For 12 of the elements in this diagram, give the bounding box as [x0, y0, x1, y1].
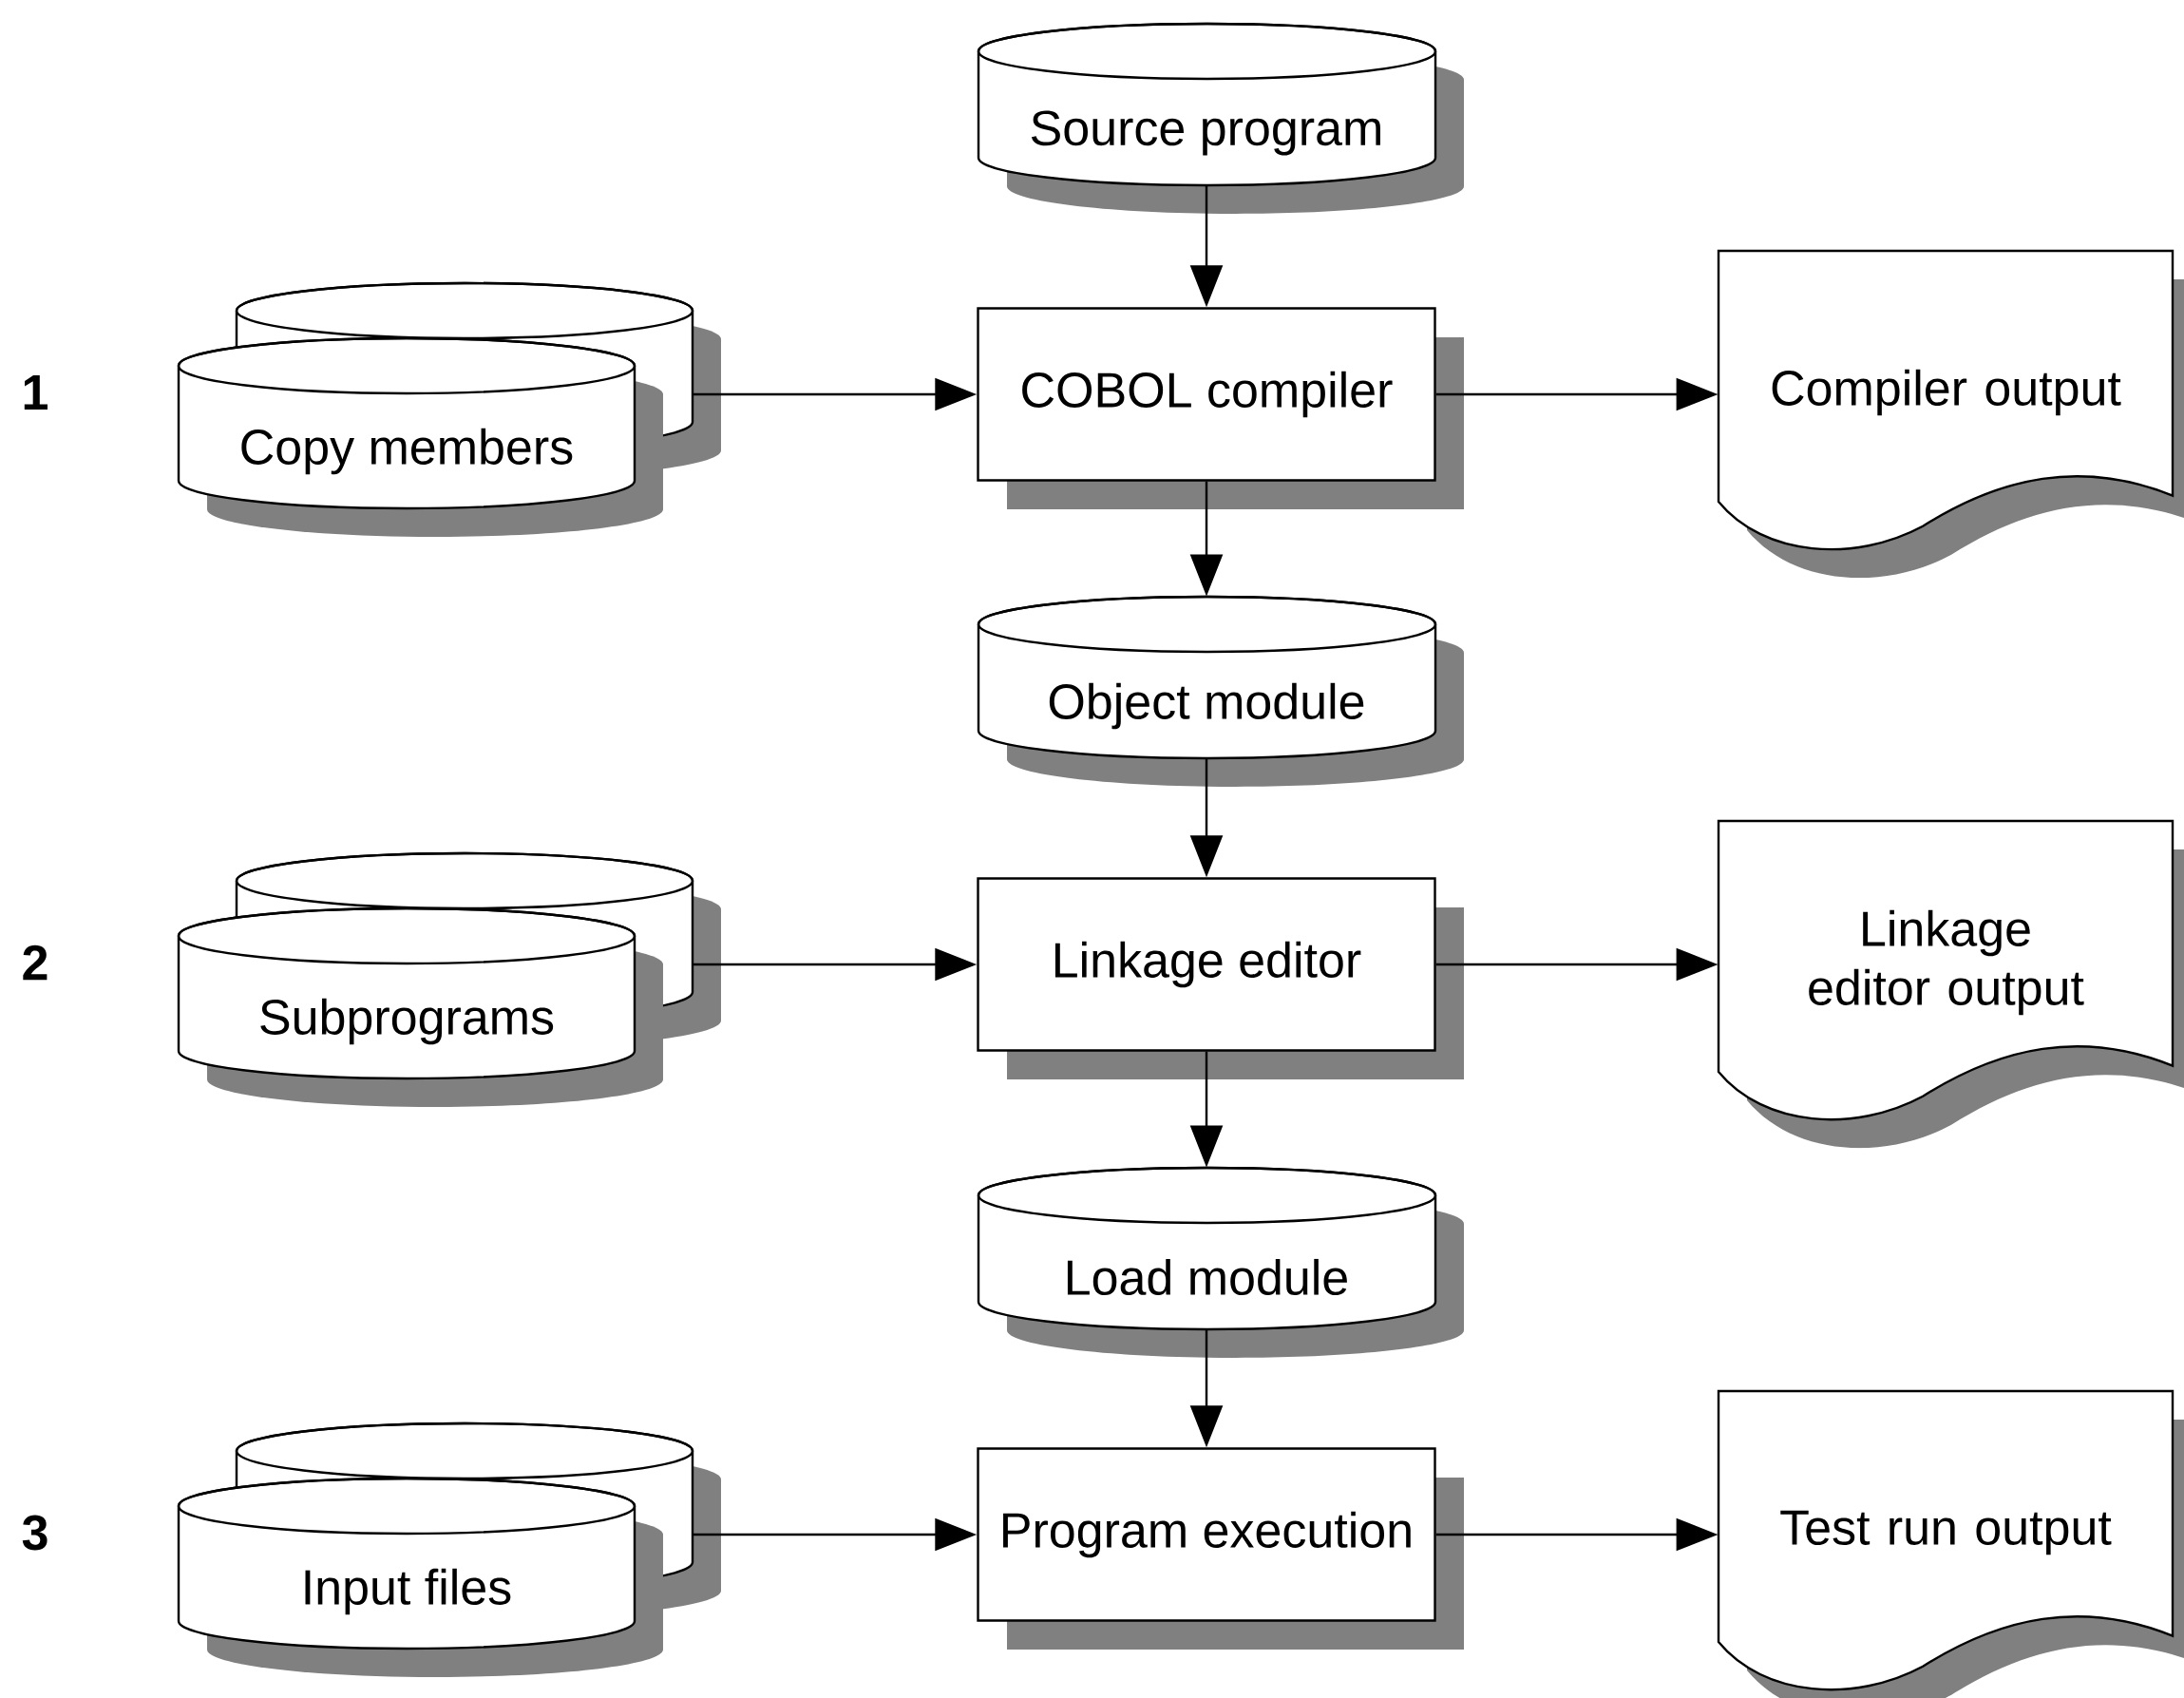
stacked-cylinders: Copy members [177, 281, 721, 537]
storage-cylinder: Source program [977, 22, 1464, 214]
stacked-cylinders: Subprograms [177, 851, 721, 1107]
process-box: Linkage editor [977, 877, 1464, 1079]
step-number: 2 [23, 944, 47, 981]
storage-cylinder: Load module [977, 1166, 1464, 1358]
stacked-cylinders: Input files [177, 1421, 721, 1677]
process-box: Program execution [977, 1447, 1464, 1650]
step-number: 1 [24, 375, 47, 410]
storage-cylinder: Object module [977, 595, 1464, 787]
step-number: 3 [22, 1515, 47, 1551]
process-box: COBOL compiler [977, 307, 1464, 509]
